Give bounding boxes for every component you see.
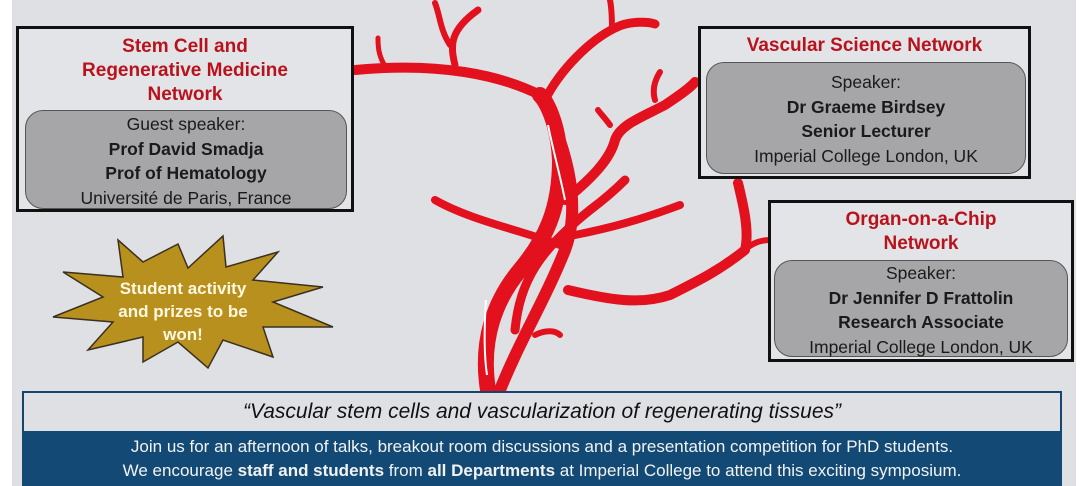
network-title: Stem Cell and Regenerative Medicine Netw…: [82, 36, 288, 105]
vessel-branch: [571, 201, 684, 239]
vessel-highlight: [547, 124, 566, 201]
vessel-branch: [432, 0, 453, 48]
speaker-affiliation: Imperial College London, UK: [754, 145, 978, 166]
vessel-branch: [540, 17, 660, 105]
starburst-text: Student activity and prizes to be won!: [118, 279, 248, 344]
symposium-description: Join us for an afternoon of talks, break…: [22, 431, 1062, 486]
speaker-name: Dr Graeme Birdsey: [786, 96, 946, 117]
vessel-branch: [732, 237, 773, 261]
vessel-branch: [449, 6, 482, 69]
vessel-highlight: [483, 299, 488, 376]
vessel-branch: [563, 178, 752, 306]
speaker-card: Speaker: Dr Graeme Birdsey Senior Lectur…: [706, 62, 1026, 174]
speaker-title: Research Associate: [838, 312, 1004, 332]
speaker-card: Speaker: Dr Jennifer D Frattolin Researc…: [774, 260, 1068, 357]
speaker-affiliation: Université de Paris, France: [80, 187, 292, 208]
stem-cell-network-box: Stem Cell and Regenerative Medicine Netw…: [16, 26, 354, 212]
description-line-2: We encourage staff and students from all…: [122, 460, 962, 480]
speaker-name: Prof David Smadja: [108, 138, 264, 159]
speaker-title: Prof of Hematology: [105, 163, 267, 183]
speaker-role: Guest speaker:: [126, 114, 246, 134]
vessel-branch: [607, 0, 615, 33]
organ-on-a-chip-network-box: Organ-on-a-Chip Network Speaker: Dr Jenn…: [768, 200, 1074, 362]
speaker-affiliation: Imperial College London, UK: [809, 336, 1033, 357]
starburst-shape: [52, 234, 334, 370]
vessel-trunk-2: [494, 104, 579, 396]
network-title: Organ-on-a-Chip Network: [845, 209, 997, 254]
vessel-branch: [510, 175, 630, 335]
vessel-branch: [375, 35, 388, 69]
speaker-role: Speaker:: [830, 72, 902, 92]
vessel-branch: [650, 69, 663, 103]
network-title: Vascular Science Network: [746, 35, 983, 56]
starburst-badge: [52, 234, 334, 370]
vessel-branch: [532, 328, 563, 338]
vessel-branch: [431, 196, 564, 249]
vessel-branch: [560, 77, 700, 205]
vascular-science-network-box: Vascular Science Network Speaker: Dr Gra…: [698, 26, 1031, 179]
speaker-card: Guest speaker: Prof David Smadja Prof of…: [25, 110, 347, 209]
speaker-role: Speaker:: [885, 263, 957, 283]
symposium-title: “Vascular stem cells and vascularization…: [22, 391, 1062, 431]
vessel-branch: [350, 62, 545, 100]
speaker-title: Senior Lecturer: [801, 121, 931, 141]
speaker-name: Dr Jennifer D Frattolin: [828, 287, 1014, 308]
description-line-1: Join us for an afternoon of talks, break…: [130, 437, 954, 456]
vessel-branch: [595, 107, 613, 128]
